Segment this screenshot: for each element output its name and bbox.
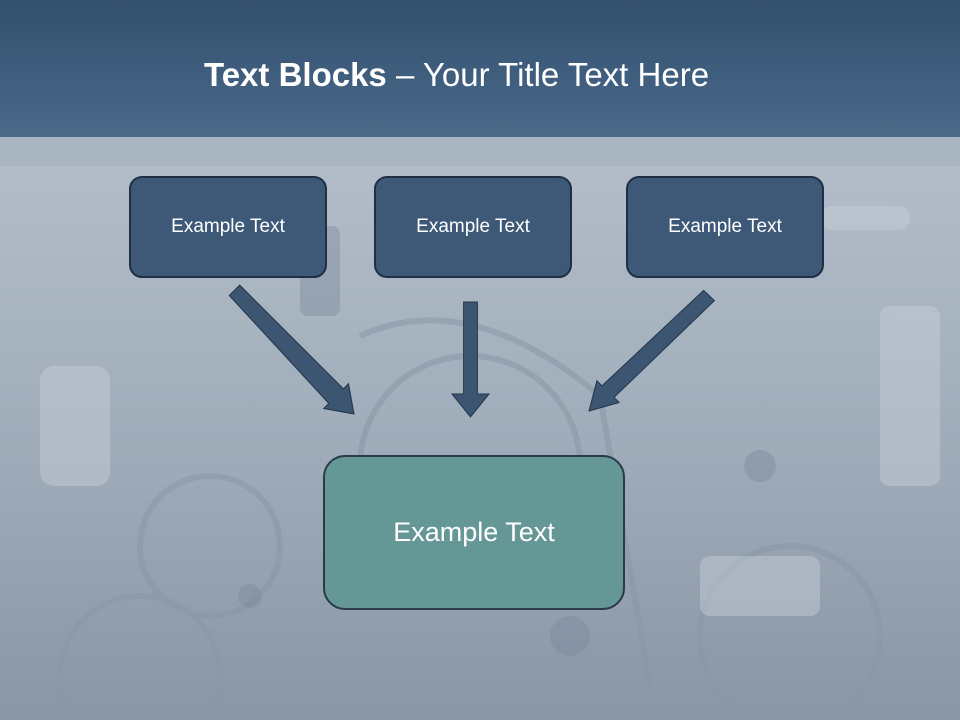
text-block-label: Example Text bbox=[668, 216, 782, 237]
text-block-label: Example Text bbox=[416, 216, 530, 237]
text-block-top-middle: Example Text bbox=[374, 176, 572, 278]
text-block-label: Example Text bbox=[171, 216, 285, 237]
text-block-center: Example Text bbox=[323, 455, 625, 610]
text-block-top-left: Example Text bbox=[129, 176, 327, 278]
slide-title: Text Blocks – Your Title Text Here bbox=[204, 52, 709, 98]
text-block-top-right: Example Text bbox=[626, 176, 824, 278]
title-regular-part: – Your Title Text Here bbox=[386, 56, 710, 93]
text-block-label: Example Text bbox=[393, 517, 555, 547]
title-bar bbox=[0, 0, 960, 137]
title-bold-part: Text Blocks bbox=[204, 56, 387, 93]
title-underband bbox=[0, 137, 960, 166]
